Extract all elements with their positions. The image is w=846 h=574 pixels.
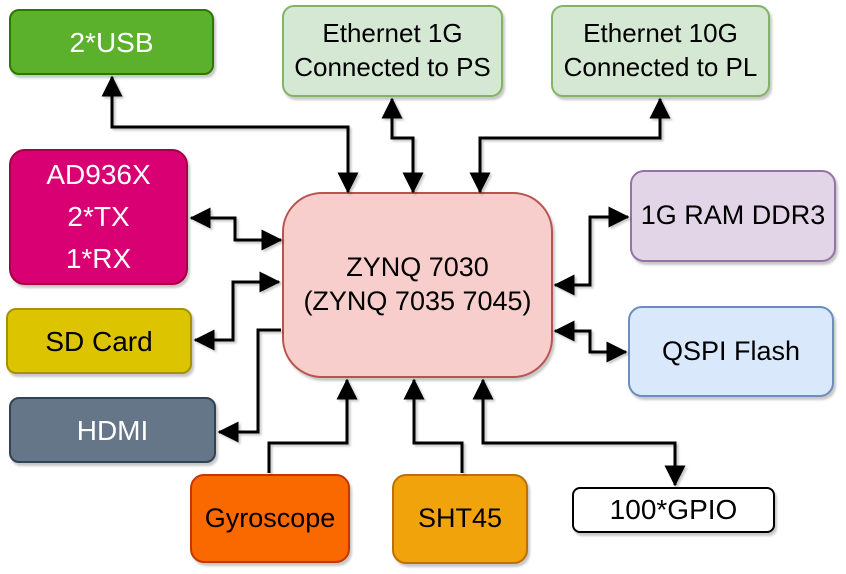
node-hdmi: HDMI: [9, 397, 216, 463]
node-ad936x-label: AD936X: [46, 159, 151, 190]
connector-zynq-ad936x: [189, 207, 283, 251]
node-ad936x-label: 2*TX: [67, 201, 130, 232]
connector-zynq-ethernet-1g: [381, 97, 424, 194]
node-ram-ddr3: 1G RAM DDR3: [630, 170, 836, 262]
node-gpio: 100*GPIO: [572, 487, 775, 533]
node-gpio-label: 100*GPIO: [609, 494, 738, 526]
node-sht45: SHT45: [392, 474, 528, 564]
connector-sht45-zynq: [403, 378, 464, 473]
connector-gyroscope-zynq: [267, 378, 358, 473]
connector-zynq-sd-card: [193, 271, 281, 351]
node-zynq-label: ZYNQ 7030: [346, 252, 489, 283]
node-usb-label: 2*USB: [69, 26, 154, 58]
node-zynq: ZYNQ 7030(ZYNQ 7035 7045): [282, 192, 553, 378]
node-ad936x: AD936X 2*TX 1*RX: [9, 149, 188, 285]
node-gyroscope-label: Gyroscope: [204, 502, 336, 533]
node-usb: 2*USB: [9, 9, 214, 75]
node-ad936x-label: 1*RX: [65, 243, 132, 274]
node-zynq-label: (ZYNQ 7035 7045): [303, 286, 532, 316]
node-ram-ddr3-label: 1G RAM DDR3: [640, 200, 826, 231]
node-sd-card: SD Card: [6, 308, 192, 374]
node-ethernet-1g-label: Connected to PS: [294, 52, 491, 82]
node-sht45-label: SHT45: [417, 503, 503, 534]
node-ethernet-10g-label: Connected to PL: [563, 52, 758, 82]
connector-zynq-qspi-flash: [553, 320, 628, 363]
node-sd-card-label: SD Card: [45, 325, 153, 357]
node-hdmi-label: HDMI: [76, 414, 149, 446]
node-gyroscope: Gyroscope: [190, 474, 350, 563]
connector-zynq-ram-ddr3: [553, 206, 630, 296]
connector-zynq-hdmi: [217, 328, 281, 443]
node-ethernet-1g-label: Ethernet 1G: [322, 18, 463, 49]
node-ethernet-10g-label: Ethernet 10G: [583, 18, 738, 49]
node-qspi-flash: QSPI Flash: [628, 306, 834, 397]
node-qspi-flash-label: QSPI Flash: [661, 335, 801, 366]
